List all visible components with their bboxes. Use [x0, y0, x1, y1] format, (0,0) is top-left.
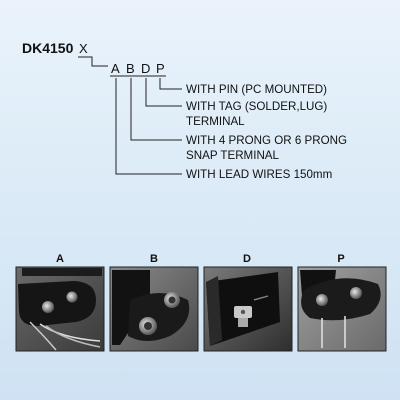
- option-desc-a: WITH LEAD WIRES 150mm: [186, 168, 332, 181]
- solder-tag-holder-photo: [203, 266, 293, 352]
- option-code-b: B: [126, 61, 135, 76]
- option-desc-b-line2: SNAP TERMINAL: [186, 149, 280, 162]
- pc-pin-holder-photo: [297, 266, 387, 352]
- leader-d: [145, 78, 182, 107]
- leader-b: [130, 78, 182, 141]
- leader-a: [115, 78, 182, 175]
- photo-label-a: A: [56, 253, 64, 265]
- suffix-code: X: [79, 41, 88, 56]
- photo-label-p: P: [337, 253, 344, 265]
- snap-terminal-holder-photo: [109, 266, 199, 352]
- option-desc-b-line1: WITH 4 PRONG OR 6 PRONG: [186, 134, 347, 147]
- photo-label-b: B: [150, 253, 158, 265]
- option-code-a: A: [111, 61, 120, 76]
- leader-p: [159, 78, 182, 90]
- option-code-d: D: [141, 61, 150, 76]
- option-code-p: P: [156, 61, 165, 76]
- option-desc-p: WITH PIN (PC MOUNTED): [186, 83, 327, 96]
- suffix-connector: [78, 56, 108, 67]
- lead-wires-holder-photo: [15, 266, 105, 352]
- option-desc-d-line2: TERMINAL: [186, 115, 245, 128]
- photo-label-d: D: [243, 253, 251, 265]
- option-desc-d-line1: WITH TAG (SOLDER,LUG): [186, 100, 327, 113]
- model-number: DK4150: [22, 40, 74, 56]
